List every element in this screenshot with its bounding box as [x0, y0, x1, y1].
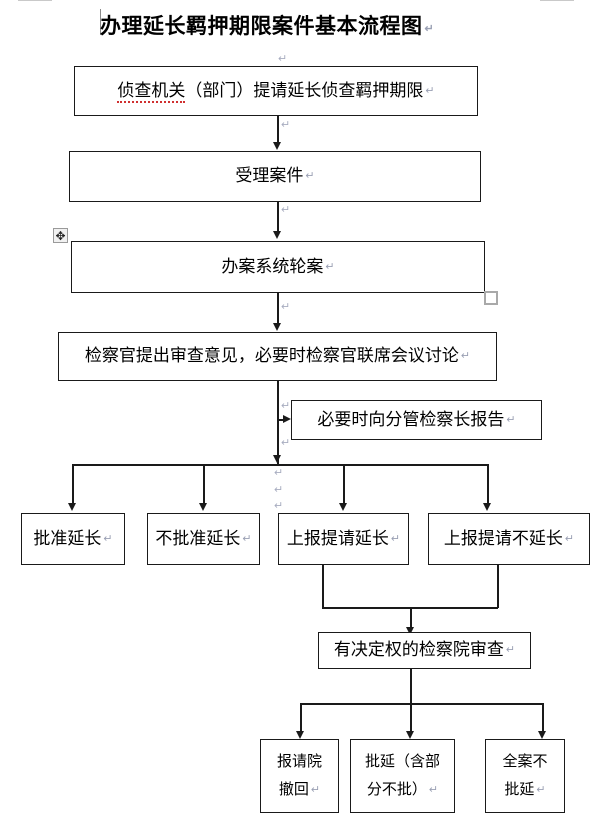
- edge-n4-n6-line: [72, 464, 74, 506]
- text-cursor: [100, 9, 101, 35]
- paragraph-mark: ↵: [506, 413, 516, 426]
- paragraph-mark: ↵: [460, 350, 471, 363]
- page-margin-mark-top-left: [18, 0, 52, 1]
- node-n5[interactable]: 必要时向分管检察长报告↵: [291, 400, 542, 440]
- node-n11-line1: 报请院: [276, 753, 322, 770]
- node-n12-line2-text: 分不批）: [366, 782, 427, 798]
- paragraph-mark: ↵: [505, 644, 516, 657]
- paragraph-mark: ↵: [424, 22, 435, 35]
- paragraph-mark-branch-2: ↵: [274, 484, 284, 496]
- node-n9[interactable]: 上报提请不延长↵: [428, 513, 590, 565]
- page-title-text: 办理延长羁押期限案件基本流程图: [100, 14, 423, 38]
- paragraph-mark-branch-1: ↵: [274, 467, 284, 479]
- node-n11[interactable]: 报请院 撤回↵: [260, 739, 339, 813]
- node-n1[interactable]: 侦查机关（部门）提请延长侦查羁押期限↵: [74, 66, 478, 116]
- node-n7[interactable]: 不批准延长↵: [147, 513, 260, 565]
- move-cross-icon[interactable]: ✥: [53, 228, 68, 243]
- page-margin-mark-top-right: [540, 0, 574, 1]
- node-n9-label: 上报提请不延长: [443, 528, 563, 548]
- node-n6-label: 批准延长: [33, 528, 102, 548]
- edge-n4-n9-line: [487, 464, 489, 506]
- node-n4-label: 检察官提出审查意见，必要时检察官联席会议讨论: [84, 346, 459, 366]
- node-n3-label: 办案系统轮案: [221, 256, 324, 276]
- edge-n4-n5-arrowhead: [283, 415, 291, 423]
- edge-n10-n11-line: [300, 703, 302, 734]
- node-n1-label: 侦查机关（部门）提请延长侦查羁押期限: [117, 80, 423, 103]
- page-title: 办理延长羁押期限案件基本流程图↵: [100, 10, 480, 40]
- paragraph-mark: ↵: [325, 260, 335, 273]
- node-n8[interactable]: 上报提请延长↵: [278, 513, 409, 565]
- paragraph-mark-edge-n1-n2: ↵: [281, 119, 291, 131]
- edge-n10-n13-line: [542, 703, 544, 734]
- paragraph-mark-edge-n3-n4: ↵: [281, 301, 291, 313]
- edge-n1-n2-line: [277, 116, 279, 144]
- node-n12-line2: 分不批）↵: [367, 776, 438, 805]
- edge-n10-spine: [410, 669, 412, 704]
- node-n2-label: 受理案件: [235, 166, 304, 186]
- edge-n4-n6-arrowhead: [68, 503, 76, 511]
- node-n4[interactable]: 检察官提出审查意见，必要时检察官联席会议讨论↵: [58, 332, 497, 381]
- node-n11-line2: 撤回↵: [279, 776, 320, 805]
- edge-n4-n7-line: [203, 464, 205, 506]
- paragraph-mark: ↵: [564, 532, 575, 545]
- paragraph-mark: ↵: [428, 784, 439, 797]
- edge-n10-n12-arrowhead: [406, 731, 414, 739]
- node-n8-label: 上报提请延长: [286, 528, 389, 548]
- node-n10[interactable]: 有决定权的检察院审查↵: [318, 632, 531, 669]
- branch-bar: [72, 464, 488, 466]
- edge-n2-n3-arrowhead: [273, 231, 281, 239]
- paragraph-mark-below-title: ↵: [278, 53, 288, 65]
- paragraph-mark: ↵: [310, 784, 321, 797]
- final-branch-bar: [300, 703, 543, 705]
- paragraph-mark: ↵: [103, 532, 113, 545]
- edge-n10-n13-arrowhead: [538, 731, 546, 739]
- edge-n2-n3-line: [277, 202, 279, 232]
- edge-n1-n2-arrowhead: [273, 142, 281, 150]
- node-n13-line2: 批延↵: [504, 776, 545, 805]
- edge-n10-n11-arrowhead: [296, 731, 304, 739]
- move-cross-glyph: ✥: [55, 228, 66, 243]
- edge-n8-merge-line: [322, 565, 324, 608]
- node-n13-line1: 全案不: [502, 753, 548, 770]
- edge-merge-n10-line: [410, 607, 412, 630]
- node-n13-line2-text: 批延: [504, 782, 535, 798]
- paragraph-mark: ↵: [305, 170, 315, 183]
- edge-n3-n4-line: [277, 293, 279, 324]
- node-n6[interactable]: 批准延长↵: [21, 513, 125, 565]
- node-n3[interactable]: 办案系统轮案↵: [71, 241, 485, 293]
- edge-n4-spine: [277, 381, 279, 465]
- resize-square-icon[interactable]: [484, 291, 498, 305]
- paragraph-mark-near-n5-bottom: ↵: [281, 437, 291, 449]
- paragraph-mark: ↵: [536, 784, 546, 797]
- node-n10-label: 有决定权的检察院审查: [333, 640, 504, 660]
- node-n12[interactable]: 批延（含部 分不批）↵: [350, 739, 455, 813]
- paragraph-mark: ↵: [425, 84, 435, 97]
- paragraph-mark-near-n5-top: ↵: [281, 400, 291, 412]
- node-n13[interactable]: 全案不 批延↵: [485, 739, 565, 813]
- paragraph-mark: ↵: [242, 532, 252, 545]
- node-n11-line2-text: 撤回: [278, 782, 309, 798]
- paragraph-mark-branch-3: ↵: [274, 500, 284, 512]
- node-n5-label: 必要时向分管检察长报告: [317, 409, 505, 429]
- node-n1-misspelled-text: 侦查机关: [117, 80, 186, 103]
- edge-n4-n5-line: [277, 419, 286, 421]
- edge-n4-branchbar-arrowhead: [273, 455, 281, 463]
- edge-n4-n8-line: [343, 464, 345, 506]
- edge-n3-n4-arrowhead: [273, 323, 281, 331]
- edge-n9-merge-line: [497, 565, 499, 608]
- edge-n10-n12-line: [410, 703, 412, 734]
- edge-n4-n9-arrowhead: [483, 503, 491, 511]
- edge-merge-n10-arrowhead: [406, 627, 414, 635]
- edge-n4-n7-arrowhead: [199, 503, 207, 511]
- node-n1-rest-text: （部门）提请延长侦查羁押期限: [185, 80, 424, 100]
- node-n7-label: 不批准延长: [155, 528, 241, 548]
- paragraph-mark: ↵: [390, 532, 401, 545]
- node-n2[interactable]: 受理案件↵: [69, 151, 481, 202]
- node-n12-line1: 批延（含部: [364, 753, 440, 770]
- paragraph-mark-edge-n2-n3: ↵: [281, 204, 291, 216]
- edge-n4-n8-arrowhead: [339, 503, 347, 511]
